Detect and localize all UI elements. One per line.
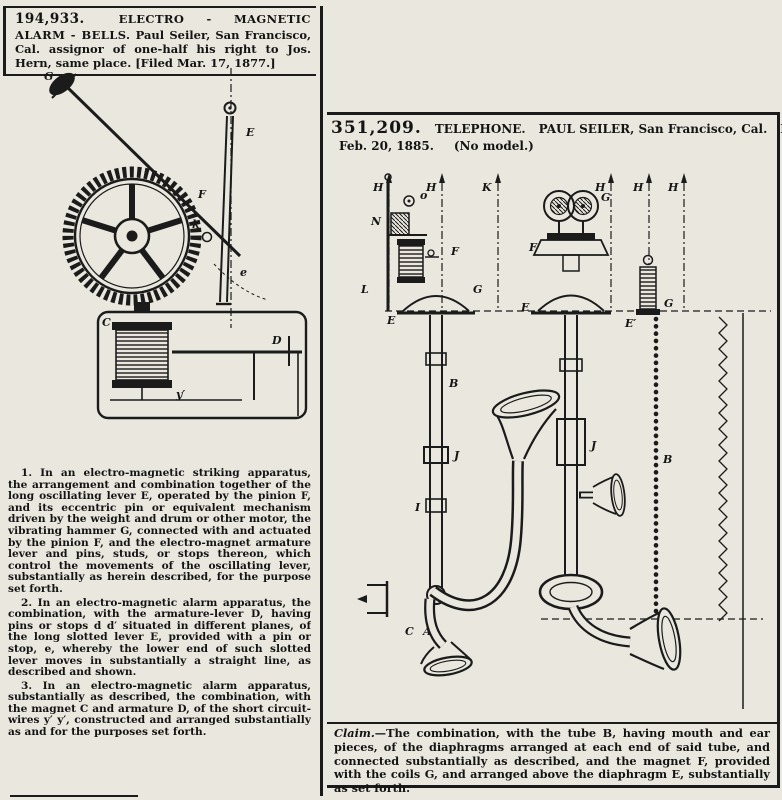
mouthpiece-bell <box>491 389 561 419</box>
zigzag-cord <box>718 316 728 622</box>
patent-number: 194,933. <box>15 11 85 27</box>
figure-label: F <box>450 245 460 258</box>
left-patent-header: 194,933. ELECTRO - MAGNETIC ALARM - BELL… <box>3 6 316 77</box>
patent-filed: [Filed Mar. 17, 1877.] <box>135 56 276 71</box>
figure-label: D <box>271 334 282 347</box>
right-patent-panel: 351,209. TELEPHONE. PAUL SEILER, San Fra… <box>327 112 782 795</box>
figure-label: E <box>245 126 255 139</box>
figure-label: N <box>370 215 382 228</box>
claim-text: Claim.—The combination, with the tube B,… <box>327 722 777 795</box>
gear-wheel <box>62 166 202 306</box>
figure-label: H <box>594 181 606 194</box>
figure-label: G <box>601 191 610 204</box>
figure-label: I <box>414 501 421 514</box>
diaphragm-dome <box>537 294 605 312</box>
left-figure-labels: G F E k e D C y′ <box>44 70 282 401</box>
coil-cylinder <box>639 266 657 310</box>
filed-date: Feb. 20, 1885. <box>339 139 434 153</box>
figure-label: H <box>425 181 437 194</box>
claim-body: —The combination, with the tube B, havin… <box>334 726 770 796</box>
telephone-instrument-right <box>531 190 682 671</box>
figure-label: E <box>386 314 396 327</box>
patent-number: 351,209. <box>331 118 422 138</box>
magnet-coil <box>115 329 169 381</box>
diaphragm-dome <box>402 295 470 312</box>
figure-label: L <box>360 283 369 296</box>
figure-label: B <box>662 453 672 466</box>
figure-label: y′ <box>175 388 185 401</box>
patent-title: TELEPHONE. <box>434 122 526 136</box>
figure-label: F <box>197 188 207 201</box>
figure-label: E <box>520 301 530 314</box>
figure-label: J <box>589 439 597 452</box>
end-rule <box>10 795 138 797</box>
figure-label: o <box>420 189 427 202</box>
figure-label: k <box>192 218 200 231</box>
telephone-figure: H H K H H H N o F G L E B J I C A G F E <box>357 173 771 709</box>
figure-label: A <box>422 625 432 638</box>
claims-text: 1. In an electro-magnetic striking appar… <box>8 468 311 794</box>
figure-label: C <box>405 625 414 638</box>
oscillating-lever <box>201 101 269 306</box>
patent-title: ELECTRO - MAGNETIC ALARM - BELLS. <box>15 12 311 42</box>
patent-inventor: PAUL SEILER, San Francisco, Cal. <box>538 122 768 136</box>
model-note: (No model.) <box>453 139 534 153</box>
right-patent-header: 351,209. TELEPHONE. PAUL SEILER, San Fra… <box>327 115 782 153</box>
figure-label: G <box>664 297 673 310</box>
figure-label: G <box>44 70 53 83</box>
figure-label: H <box>667 181 679 194</box>
figure-label: F <box>528 241 538 254</box>
claim-label: Claim. <box>334 726 375 740</box>
hammer-head <box>49 72 75 96</box>
patent-inventor: Paul Seiler, San Francisco, Cal. <box>15 27 312 56</box>
hammer-arm <box>49 72 242 258</box>
alarm-bell-figure: G F E k e D C y′ <box>44 68 308 420</box>
figure-label: E′ <box>624 317 636 330</box>
figure-label: H <box>632 181 644 194</box>
claim-1: 1. In an electro-magnetic striking appar… <box>8 468 311 595</box>
figure-label: G <box>473 283 482 296</box>
mouthpiece-bell <box>656 607 682 671</box>
earpiece-bell <box>423 655 473 677</box>
figure-label: C <box>102 316 111 329</box>
figure-label: J <box>452 449 460 462</box>
right-figure-labels: H H K H H H N o F G L E B J I C A G F E <box>360 181 679 638</box>
patent-assignor: assignor of one-half his right to Jos. H… <box>15 41 311 71</box>
figure-label: B <box>448 377 458 390</box>
claim-3: 3. In an electro-magnetic alarm apparatu… <box>8 679 311 739</box>
side-horn-bell <box>610 473 626 517</box>
mechanism-case <box>96 302 308 420</box>
telephone-instrument-left <box>367 173 561 677</box>
column-divider <box>320 6 323 796</box>
arrowheads <box>357 173 687 603</box>
filed-word: Filed <box>780 122 782 136</box>
figure-label: e <box>240 266 247 279</box>
figure-label: K <box>481 181 492 194</box>
magnet-coil <box>398 244 424 278</box>
claim-2: 2. In an electro-magnetic alarm apparatu… <box>8 596 311 679</box>
figure-label: H <box>372 181 384 194</box>
